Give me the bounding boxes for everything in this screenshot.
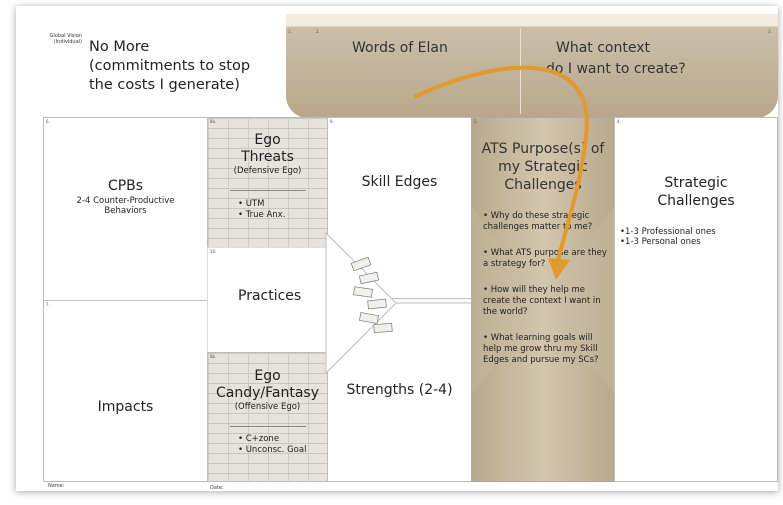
list-item: • UTM [238,199,265,209]
box-number-2: 2. [316,29,320,34]
context-flow-arrow [414,65,589,280]
cpbs-title: CPBs [107,178,144,194]
practices-title: Practices [238,288,302,304]
list-item: • How will they help me create the conte… [483,285,601,317]
ego-candy-subtitle: (Offensive Ego) [234,402,301,412]
ego-threats-cell [207,117,328,248]
ego-threats-divider [230,190,306,191]
ego-candy-bullets: • C+zone • Unconsc. Goal [238,434,306,456]
ats-cell [471,117,615,482]
ego-threats-bullets: • UTM • True Anx. [238,199,285,221]
list-item: •1-3 Personal ones [620,237,701,247]
worksheet-page: 1. 2. 3. Global Vision (Individual) No M… [16,6,778,491]
words-of-elan-heading: Words of Elan [352,40,448,56]
strategic-title-1: Strategic [664,175,728,191]
strategic-title-2: Challenges [657,193,735,209]
ego-candy-number: 8b. [210,354,217,359]
skill-edges-title: Skill Edges [361,174,438,190]
date-label: Date: [210,485,224,491]
costs-line: the costs I generate) [89,77,240,93]
list-item: • What ATS purpose are they a strategy f… [483,248,607,269]
strategic-title: Strategic Challenges [614,174,778,210]
commitments-line: (commitments to stop [89,58,251,74]
no-more-title: No More [89,39,150,55]
ats-title-2: my Strategic [498,159,588,175]
ego-threats-subtitle: (Defensive Ego) [233,166,302,176]
list-item: • What learning goals will help me grow … [483,333,599,365]
cpbs-cell [43,117,208,301]
ats-title: ATS Purpose(s) of my Strategic Challenge… [471,140,615,194]
ego-threats-label: Ego Threats (Defensive Ego) [207,132,328,176]
strategic-cell [614,117,778,482]
context-line-2: do I want to create? [546,61,686,77]
list-item: • Unconsc. Goal [238,445,307,455]
impacts-cell [43,300,208,482]
ego-threats-title-1: Ego [254,132,281,148]
no-more-block: No More (commitments to stop the costs I… [89,38,250,95]
ats-title-3: Challenges [504,177,582,193]
ats-arrow-shape [471,206,615,396]
ego-threats-title-2: Threats [241,149,294,165]
strengths-title: Strengths (2-4) [346,382,453,398]
ego-candy-title-1: Ego [254,368,281,384]
list-item: • Why do these strategic challenges matt… [483,211,593,232]
list-item: • C+zone [238,434,280,444]
cpbs-number: 6. [46,119,50,124]
strategic-bullets: •1-3 Professional ones •1-3 Personal one… [620,227,716,247]
list-item: • True Anx. [238,210,286,220]
ego-threats-number: 8a. [210,119,217,124]
impacts-title: Impacts [97,399,154,415]
practices-number: 10. [210,249,217,254]
header-divider [520,28,521,114]
ego-candy-label: Ego Candy/Fantasy (Offensive Ego) [207,368,328,412]
ego-candy-title-2: Candy/Fantasy [216,385,319,401]
ego-candy-cell [207,352,328,482]
ats-questions: • Why do these strategic challenges matt… [483,211,607,366]
context-heading: What context do I want to create? [546,38,686,80]
list-item: •1-3 Professional ones [620,227,716,237]
skill-edges-number: 9. [330,119,334,124]
impacts-number: 7. [46,302,50,307]
box-number-3: 3. [768,29,772,34]
global-vision-label: Global Vision (Individual) [49,33,82,45]
cpbs-subtitle: 2-4 Counter-Productive Behaviors [76,196,175,216]
ats-number: 5. [474,119,478,124]
name-label: Name: [48,483,65,489]
box-number-1: 1. [288,29,292,34]
ats-title-1: ATS Purpose(s) of [481,141,605,157]
practices-cell [207,247,328,353]
ego-candy-divider [230,426,306,427]
context-line-1: What context [556,40,651,56]
stepping-blocks-icon [350,256,393,333]
strategic-number: 4. [617,119,621,124]
